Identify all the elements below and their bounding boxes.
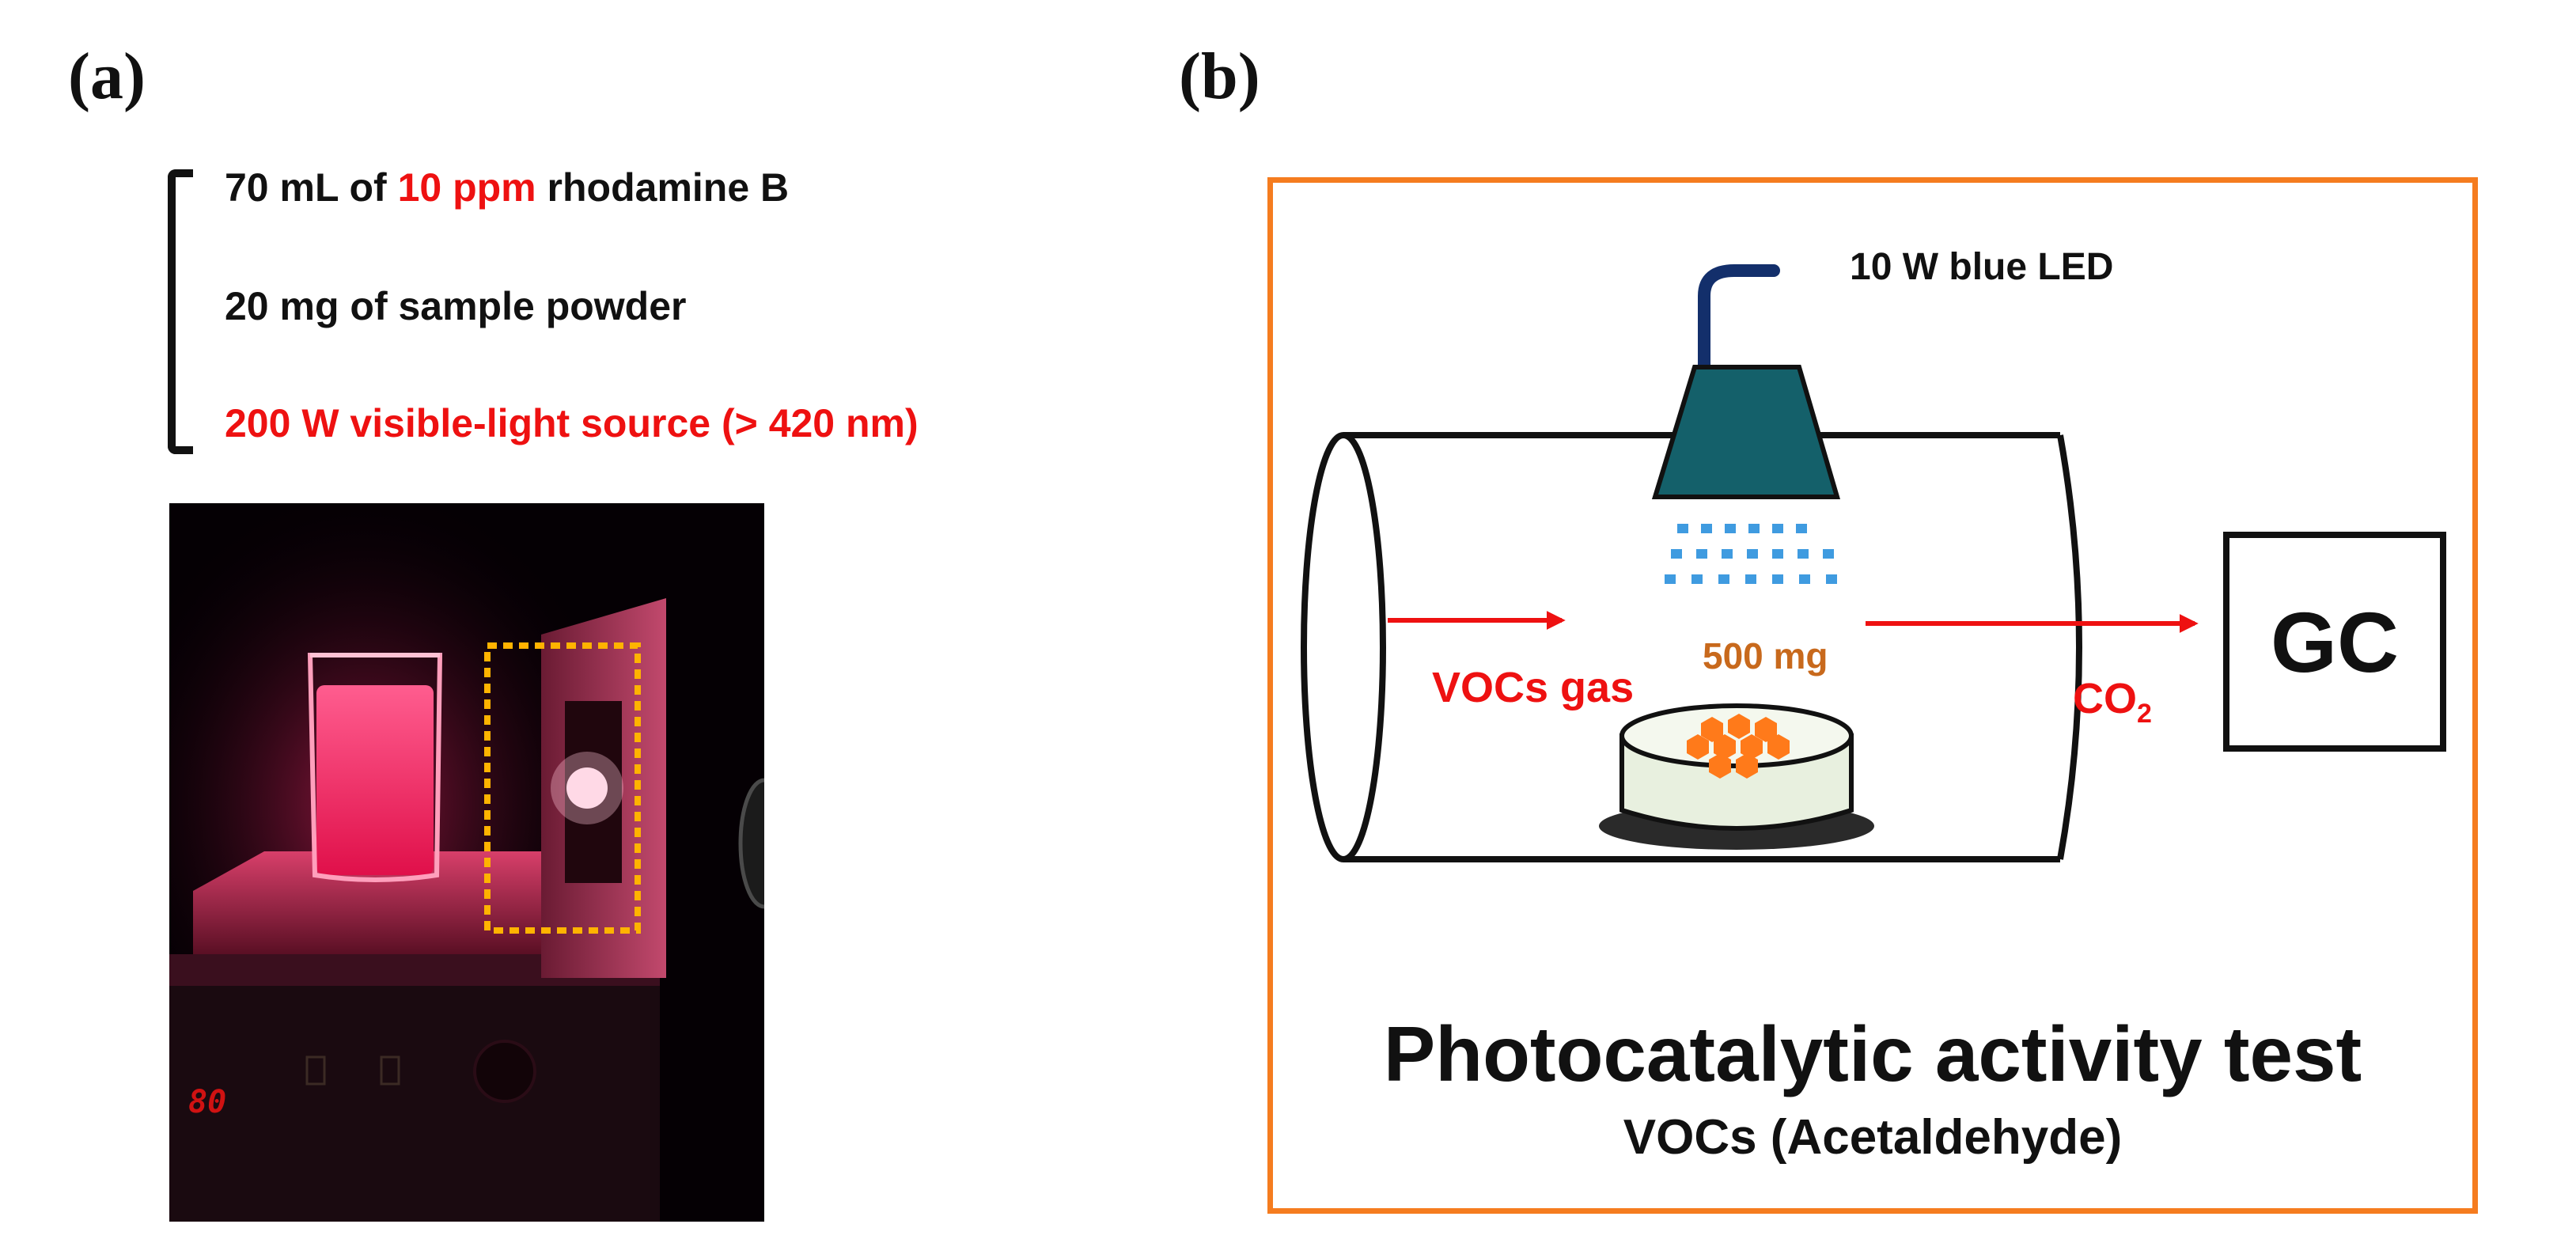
condition-concentration: 10 ppm <box>397 165 536 210</box>
outlet-gas-subscript: 2 <box>2137 698 2152 729</box>
condition-solution: 70 mL of 10 ppm rhodamine B <box>225 165 789 210</box>
panel-b-label: (b) <box>1179 40 1260 113</box>
reactor-tube-opening <box>1301 432 1386 862</box>
inlet-gas-label: VOCs gas <box>1432 664 1635 711</box>
outlet-gas-formula: CO <box>2073 675 2137 722</box>
diagram-subtitle: VOCs (Acetaldehyde) <box>1623 1110 2123 1165</box>
sample-mass-label: 500 mg <box>1703 635 1828 676</box>
blue-led-lamp <box>1651 365 1841 499</box>
led-label: 10 W blue LED <box>1850 246 2114 288</box>
beaker-solution <box>316 685 434 875</box>
stirrer-body <box>169 954 660 1222</box>
condition-solution-suffix: rhodamine B <box>536 165 790 210</box>
sample-pellets <box>1687 714 1790 779</box>
conditions-bracket <box>168 169 193 454</box>
reactor-diagram <box>1301 264 2199 862</box>
condition-light-source: 200 W visible-light source (> 420 nm) <box>225 401 919 445</box>
light-aperture <box>566 767 608 809</box>
display-reading: 80 <box>188 1084 226 1120</box>
outlet-gas-label: CO2 <box>2073 674 2152 730</box>
panel-b-frame <box>1267 177 2478 1214</box>
condition-sample: 20 mg of sample powder <box>225 284 687 328</box>
experiment-photo: 80 <box>169 503 764 1222</box>
diagram-title: Photocatalytic activity test <box>1383 1010 2362 1097</box>
condition-solution-prefix: 70 mL of <box>225 165 398 210</box>
beaker <box>307 653 443 882</box>
lamp-housing <box>738 778 764 909</box>
highlight-box <box>484 642 641 934</box>
panel-a-label: (a) <box>68 40 146 113</box>
light-rays <box>1665 524 1837 584</box>
led-cable <box>1698 264 1780 373</box>
reactor-tube-end <box>2057 434 2082 860</box>
gc-detector-box: GC <box>2223 532 2446 752</box>
